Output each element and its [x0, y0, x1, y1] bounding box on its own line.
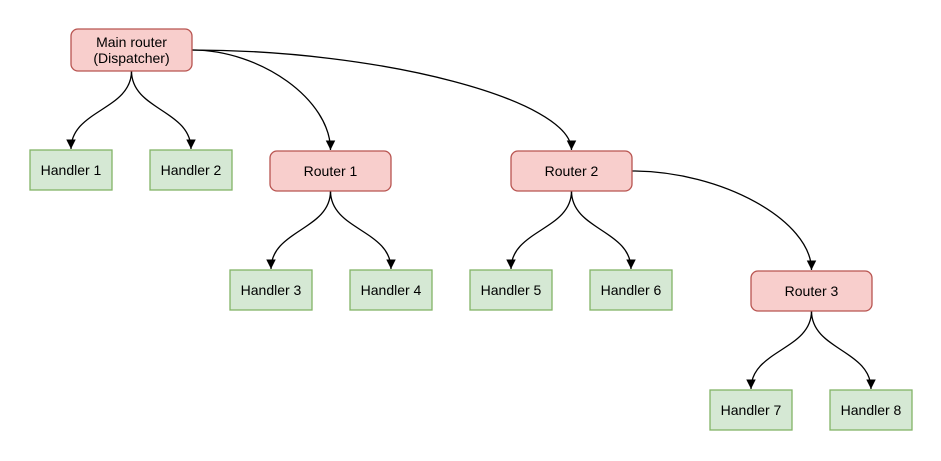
node-h7-label: Handler 7: [721, 402, 782, 418]
node-h4: Handler 4: [349, 269, 433, 311]
node-r3-label: Router 3: [785, 283, 839, 299]
node-h7: Handler 7: [709, 389, 793, 431]
node-h6-label: Handler 6: [601, 282, 662, 298]
node-h1-box: [29, 149, 113, 191]
edge-r3-h8: [810, 310, 876, 390]
node-h2-box: [149, 149, 233, 191]
node-h4-box: [349, 269, 433, 311]
node-h3-box: [229, 269, 313, 311]
node-h3: Handler 3: [229, 269, 313, 311]
node-h2-label: Handler 2: [161, 162, 222, 178]
node-main-box: [70, 28, 193, 72]
edge-main-r2: [191, 49, 577, 151]
node-main-label: Main router(Dispatcher): [93, 34, 169, 66]
edge-r3-h7: [746, 310, 813, 390]
node-h2: Handler 2: [149, 149, 233, 191]
edge-r2-h6: [570, 190, 636, 270]
edge-r1-h3: [266, 190, 332, 270]
node-r1-label: Router 1: [304, 163, 358, 179]
edge-r2-r3: [631, 170, 817, 271]
edge-main-h2: [130, 70, 196, 150]
node-h5: Handler 5: [469, 269, 553, 311]
node-r2-label: Router 2: [545, 163, 599, 179]
node-h5-box: [469, 269, 553, 311]
node-h1-label: Handler 1: [41, 162, 102, 178]
node-r1-box: [269, 150, 392, 192]
node-h8-box: [829, 389, 913, 431]
edge-r1-h4: [329, 190, 396, 270]
node-h4-label: Handler 4: [361, 282, 422, 298]
edge-main-h1: [66, 70, 133, 150]
node-h8: Handler 8: [829, 389, 913, 431]
node-r3: Router 3: [750, 270, 873, 312]
node-h3-label: Handler 3: [241, 282, 302, 298]
node-h1: Handler 1: [29, 149, 113, 191]
node-r3-box: [750, 270, 873, 312]
node-h6: Handler 6: [589, 269, 673, 311]
node-h7-box: [709, 389, 793, 431]
node-r2: Router 2: [510, 150, 633, 192]
node-h6-box: [589, 269, 673, 311]
node-main: Main router(Dispatcher): [70, 28, 193, 72]
node-r1: Router 1: [269, 150, 392, 192]
node-h8-label: Handler 8: [841, 402, 902, 418]
edge-r2-h5: [506, 190, 573, 270]
node-r2-box: [510, 150, 633, 192]
node-h5-label: Handler 5: [481, 282, 542, 298]
edge-main-r1: [191, 49, 336, 151]
